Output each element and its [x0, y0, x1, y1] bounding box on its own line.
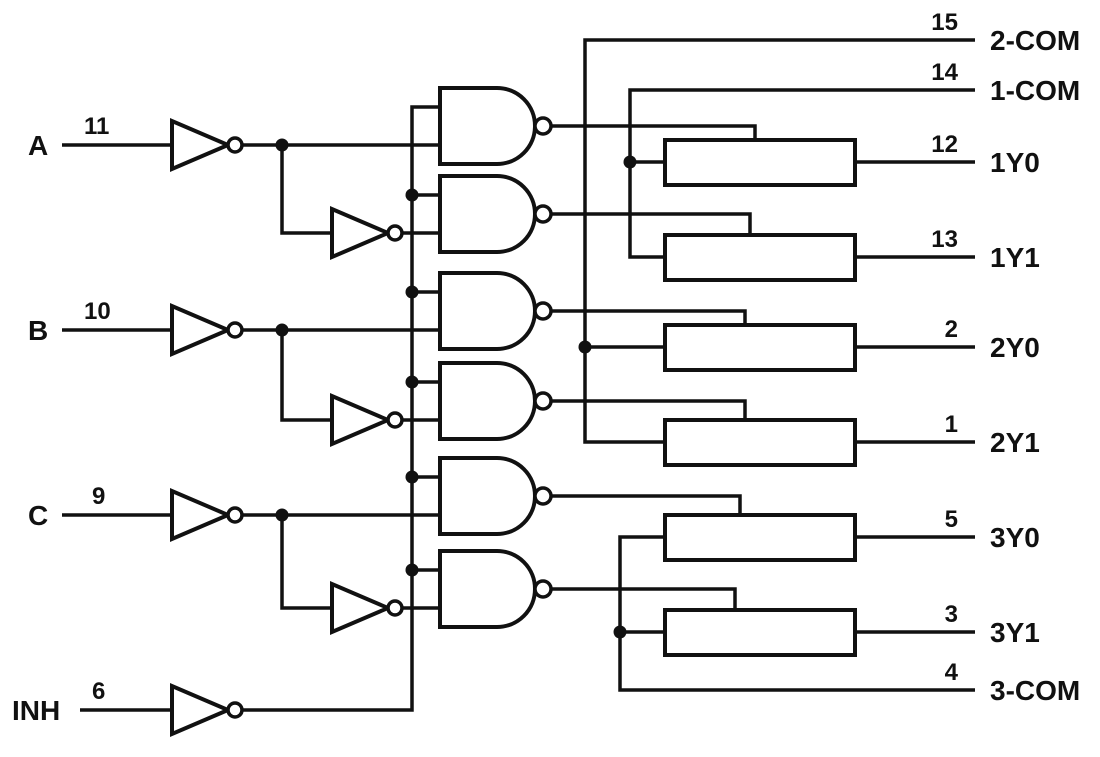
nand-gate-3-bubble	[533, 301, 553, 321]
inverter-a-triangle	[170, 117, 234, 173]
switch-box-3y0	[663, 513, 857, 562]
input-pin-c: 9	[92, 483, 105, 510]
input-pin-b: 10	[84, 298, 111, 325]
wire-2com	[583, 38, 975, 444]
inverter-c-bubble	[226, 506, 244, 524]
inverter-a-bubble	[226, 136, 244, 154]
output-label-1y0: 1Y0	[990, 147, 1040, 178]
junction-dot	[623, 155, 637, 169]
inverter-a2-bubble	[386, 224, 404, 242]
inverter-b2-bubble	[386, 411, 404, 429]
nand-gate-6-body	[438, 549, 537, 629]
output-pin-3y1: 3	[945, 601, 958, 628]
junction-dot	[275, 323, 289, 337]
inverter-a2-triangle	[330, 205, 394, 261]
junction-dot	[405, 563, 419, 577]
wire-gate1-out	[551, 124, 757, 140]
output-label-3y0: 3Y0	[990, 522, 1040, 553]
junction-dot	[275, 508, 289, 522]
inverter-c-triangle	[170, 487, 234, 543]
wire-branch-a	[280, 145, 332, 235]
wires	[62, 38, 975, 712]
inverter-b-triangle	[170, 302, 234, 358]
output-label-2com: 2-COM	[990, 25, 1080, 56]
nand-gate-4-body	[438, 361, 537, 441]
wire-gate6-out	[551, 587, 737, 610]
switch-box-2y1	[663, 418, 857, 467]
output-pin-1com: 14	[931, 59, 958, 86]
output-pin-2com: 15	[931, 9, 958, 36]
input-label-b: B	[28, 315, 48, 346]
nand-gate-4-bubble	[533, 391, 553, 411]
output-label-2y0: 2Y0	[990, 332, 1040, 363]
switch-box-2y0	[663, 323, 857, 372]
wire-branch-c	[280, 515, 332, 610]
input-label-inh: INH	[12, 695, 60, 726]
nand-gates	[438, 86, 553, 629]
switch-box-3y1	[663, 608, 857, 657]
inverter-c2-triangle	[330, 580, 394, 636]
inverter-inh-triangle	[170, 682, 234, 738]
output-pin-1y1: 13	[931, 226, 958, 253]
junction-dots	[275, 138, 637, 639]
junction-dot	[275, 138, 289, 152]
switch-box-1y0	[663, 138, 857, 187]
nand-gate-1-body	[438, 86, 537, 166]
wire-gate3-out	[551, 309, 747, 325]
output-pin-3y0: 5	[945, 506, 958, 533]
input-pin-inh: 6	[92, 678, 105, 705]
output-pin-3com: 4	[945, 659, 959, 686]
labels: A 11 B 10 C 9 INH 6 15 14 12 13 2 1 5 3 …	[12, 9, 1080, 726]
wire-gate4-out	[551, 399, 747, 420]
output-label-2y1: 2Y1	[990, 427, 1040, 458]
wire-1com	[628, 88, 975, 259]
input-label-c: C	[28, 500, 48, 531]
wire-gate5-out	[551, 494, 742, 515]
switch-boxes	[663, 138, 857, 657]
nand-gate-1-bubble	[533, 116, 553, 136]
inverter-c2-bubble	[386, 599, 404, 617]
nand-gate-5-bubble	[533, 486, 553, 506]
junction-dot	[405, 188, 419, 202]
input-label-a: A	[28, 130, 48, 161]
output-label-3y1: 3Y1	[990, 617, 1040, 648]
junction-dot	[405, 375, 419, 389]
nand-gate-2-body	[438, 174, 537, 254]
input-pin-a: 11	[84, 113, 109, 140]
switch-box-1y1	[663, 233, 857, 282]
inverter-b-bubble	[226, 321, 244, 339]
junction-dot	[613, 625, 627, 639]
nand-gate-2-bubble	[533, 204, 553, 224]
output-label-3com: 3-COM	[990, 675, 1080, 706]
inverter-b2-triangle	[330, 392, 394, 448]
output-label-1y1: 1Y1	[990, 242, 1040, 273]
nand-gate-6-bubble	[533, 579, 553, 599]
junction-dot	[405, 285, 419, 299]
output-pin-2y0: 2	[945, 316, 958, 343]
wire-inh-inverted	[242, 105, 440, 712]
inverter-inh-bubble	[226, 701, 244, 719]
junction-dot	[578, 340, 592, 354]
wire-branch-b	[280, 330, 332, 422]
output-pin-1y0: 12	[931, 131, 958, 158]
junction-dot	[405, 470, 419, 484]
inverters	[170, 117, 404, 738]
output-pin-2y1: 1	[945, 411, 958, 438]
wire-gate2-out	[551, 212, 752, 235]
output-label-1com: 1-COM	[990, 75, 1080, 106]
wire-3com	[618, 535, 975, 692]
nand-gate-5-body	[438, 456, 537, 536]
nand-gate-3-body	[438, 271, 537, 351]
